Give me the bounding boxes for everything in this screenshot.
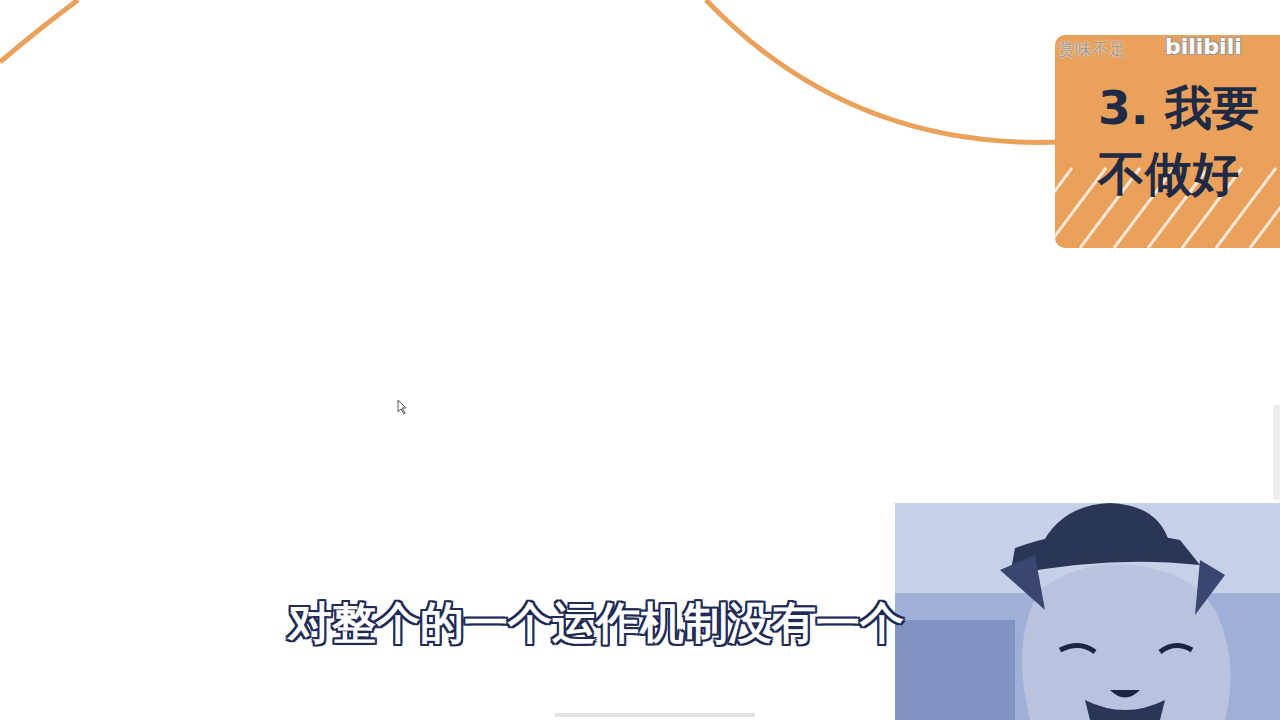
scroll-bar xyxy=(1273,405,1280,500)
watermark-logo: bilibili xyxy=(1165,34,1242,59)
hatch-line xyxy=(1055,168,1072,248)
mindmap-branch xyxy=(706,0,1060,142)
hatch-pattern xyxy=(1055,35,1280,248)
topic-title: 3. 我要 不做好 xyxy=(1098,75,1276,207)
topic-box: 3. 我要 不做好 xyxy=(1055,35,1280,248)
subtitle: 对整个的一个运作机制没有一个 xyxy=(288,594,904,653)
watermark: 赏味不足 xyxy=(1058,38,1126,61)
mindmap-branch xyxy=(0,0,78,62)
video-inset xyxy=(895,503,1280,720)
mouse-cursor xyxy=(398,400,406,414)
edge-mark xyxy=(555,713,755,717)
hatch-line xyxy=(1250,168,1280,248)
